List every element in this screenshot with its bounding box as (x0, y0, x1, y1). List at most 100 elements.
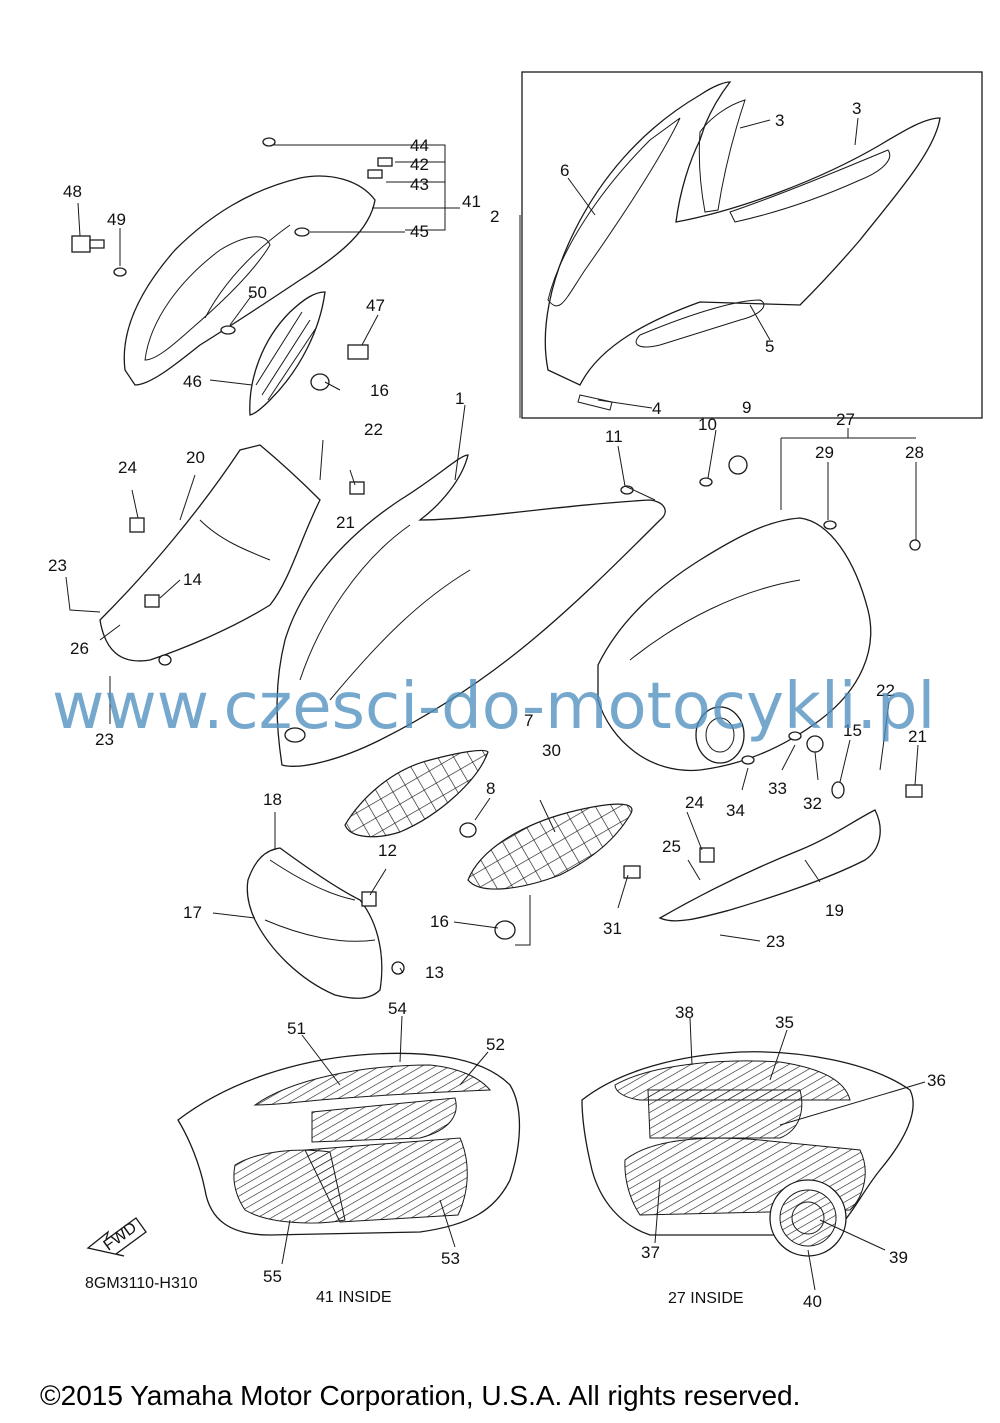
part-label: 41 (462, 192, 481, 211)
part-label: 4 (652, 399, 661, 418)
part-label: 3 (775, 111, 784, 130)
part-label: 36 (927, 1071, 946, 1090)
bolt-8 (459, 822, 477, 838)
part-label: 22 (364, 420, 383, 439)
side-cover-1 (276, 454, 666, 767)
part-label: 3 (852, 99, 861, 118)
grommet-16b (494, 920, 516, 940)
part-label: 12 (378, 841, 397, 860)
inside-caption-41: 41 INSIDE (316, 1289, 392, 1306)
part-label: 40 (803, 1292, 822, 1311)
part-label: 17 (183, 903, 202, 922)
part-label: 23 (48, 556, 67, 575)
grille-7 (344, 749, 489, 838)
part-label: 30 (542, 741, 561, 760)
clip-14 (144, 594, 160, 608)
washer-29 (823, 520, 837, 530)
washer-10 (699, 477, 713, 487)
part-labels: 1 2 3 3 4 5 6 7 8 9 10 11 12 13 14 15 16… (48, 99, 946, 1311)
grommet-9 (728, 455, 748, 475)
part-label: 9 (742, 398, 751, 417)
side-cover-27 (597, 517, 872, 772)
washer-33 (788, 731, 802, 741)
clip-47 (347, 344, 369, 360)
grille-30 (467, 803, 633, 890)
part-label: 33 (768, 779, 787, 798)
washer-50 (220, 325, 236, 335)
part-label: 32 (803, 794, 822, 813)
part-label: 1 (455, 389, 464, 408)
inside-view-41 (177, 1052, 521, 1236)
inside-view-27 (581, 1051, 914, 1257)
part-label: 44 (410, 136, 429, 155)
clip-12 (361, 891, 377, 907)
part-label: 39 (889, 1248, 908, 1267)
seat-cover-set-box (521, 71, 983, 419)
fwd-arrow-icon: FWD (86, 1217, 147, 1257)
part-label: 24 (685, 793, 704, 812)
part-label: 21 (908, 727, 927, 746)
part-label: 11 (605, 427, 623, 446)
part-label: 34 (726, 801, 745, 820)
watermark: www.czesci-do-motocykli.pl (52, 670, 935, 744)
part-label: 53 (441, 1249, 460, 1268)
part-label: 31 (603, 919, 622, 938)
clip-31 (623, 865, 641, 879)
part-label: 7 (524, 711, 533, 730)
part-label: 37 (641, 1243, 660, 1262)
part-label: 21 (336, 513, 355, 532)
clip-24a (129, 517, 145, 533)
part-label: 52 (486, 1035, 505, 1054)
lower-cowl-17 (246, 847, 383, 999)
part-label: 46 (183, 372, 202, 391)
part-label: 10 (698, 415, 717, 434)
part-label: 15 (843, 721, 862, 740)
part-label: 13 (425, 963, 444, 982)
part-label: 35 (775, 1013, 794, 1032)
clip-21b (905, 784, 923, 798)
inside-caption-27: 27 INSIDE (668, 1290, 744, 1307)
part-label: 50 (248, 283, 267, 302)
part-label: 42 (410, 155, 429, 174)
part-label: 45 (410, 222, 429, 241)
clip-21a (349, 481, 365, 495)
diagram-code: 8GM3110-H310 (85, 1275, 198, 1292)
part-label: 23 (766, 932, 785, 951)
washer-49 (113, 267, 127, 277)
grille-46 (249, 291, 326, 416)
grommet-16a (310, 373, 330, 391)
part-label: 54 (388, 999, 407, 1018)
copyright: ©2015 Yamaha Motor Corporation, U.S.A. A… (40, 1380, 800, 1411)
screw-28 (909, 539, 921, 551)
lower-panel-19 (658, 809, 881, 922)
part-label: 18 (263, 790, 282, 809)
part-label: 51 (287, 1019, 306, 1038)
part-label: 22 (876, 681, 895, 700)
part-label: 28 (905, 443, 924, 462)
bolt-48 (71, 235, 105, 253)
part-label: 19 (825, 901, 844, 920)
part-label: 8 (486, 779, 495, 798)
part-label: 49 (107, 210, 126, 229)
part-label: 24 (118, 458, 137, 477)
part-label: 27 (836, 410, 855, 429)
part-label: 16 (370, 381, 389, 400)
part-label: 2 (490, 207, 499, 226)
part-label: 29 (815, 443, 834, 462)
part-label: 23 (95, 730, 114, 749)
part-label: 38 (675, 1003, 694, 1022)
part-label: 47 (366, 296, 385, 315)
damper-15 (831, 781, 845, 799)
upper-cowl-41 (123, 137, 393, 386)
part-label: 14 (183, 570, 202, 589)
screw-13 (391, 961, 405, 975)
part-label: 26 (70, 639, 89, 658)
part-label: 6 (560, 161, 569, 180)
part-label: 5 (765, 337, 774, 356)
part-label: 48 (63, 182, 82, 201)
part-label: 16 (430, 912, 449, 931)
part-label: 55 (263, 1267, 282, 1286)
part-label: 43 (410, 175, 429, 194)
washer-34 (741, 755, 755, 765)
